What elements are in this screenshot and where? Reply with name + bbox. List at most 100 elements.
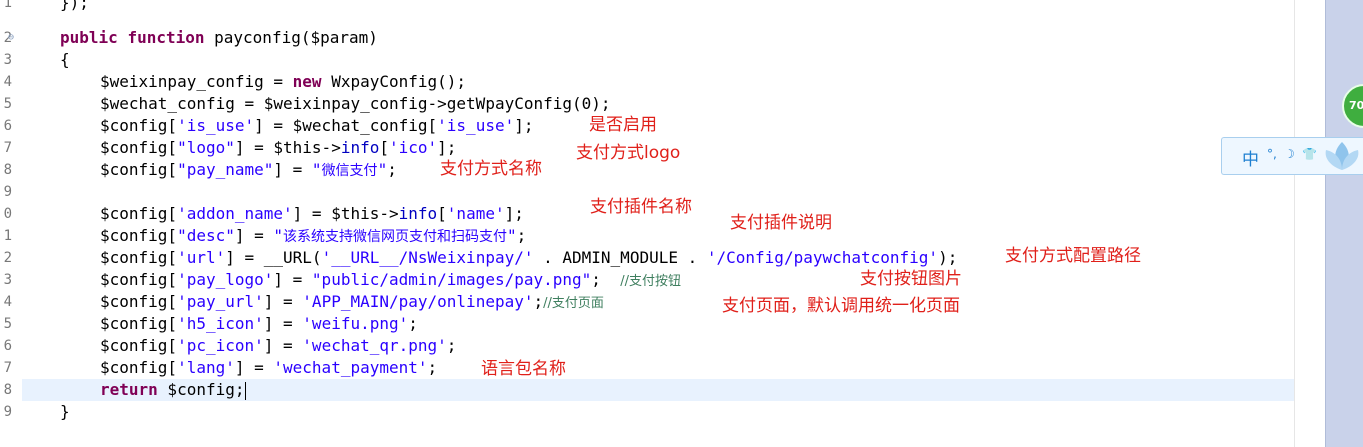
fold-toggle-icon[interactable]: ⊖ xyxy=(8,32,15,43)
line-number: 5 xyxy=(3,96,12,112)
string-literal: "desc" xyxy=(177,226,235,245)
code-text: ] = xyxy=(273,160,312,179)
line-number: 9 xyxy=(3,404,12,420)
crescent-icon[interactable]: ☽ xyxy=(1284,147,1295,161)
string-literal: 'pay_url' xyxy=(177,292,264,311)
code-text: ] = xyxy=(234,226,274,245)
property-name: info xyxy=(340,138,380,157)
code-line[interactable]: }); xyxy=(60,0,89,14)
code-text: ; xyxy=(446,336,457,355)
string-literal: 该系统支持微信网页支付和扫码支付 xyxy=(283,229,508,245)
code-line[interactable]: { xyxy=(60,49,70,71)
ime-toolbar[interactable]: 中 °, ☽ 👕 xyxy=(1221,137,1363,175)
badge-value: 70 xyxy=(1349,99,1363,112)
line-number: 1 xyxy=(3,228,12,244)
line-number: 1 xyxy=(3,0,12,11)
code-text: $config; xyxy=(157,380,245,399)
string-literal: 'wechat_qr.png' xyxy=(302,336,447,355)
string-literal: 'url' xyxy=(177,248,226,267)
string-literal: 微信支付 xyxy=(321,163,378,179)
line-number: 4 xyxy=(3,294,12,310)
code-line[interactable]: } xyxy=(60,401,70,423)
code-text: ]; xyxy=(437,138,457,157)
code-text: $config[ xyxy=(100,116,178,135)
code-text: $config[ xyxy=(100,226,178,245)
line-number: 8 xyxy=(3,162,12,178)
code-text: $wechat_config = $weixinpay_config->getW… xyxy=(100,94,611,113)
code-text: ] = $this-> xyxy=(292,204,399,223)
code-text: $config[ xyxy=(100,358,178,377)
code-text: ; xyxy=(516,226,527,245)
line-number: 3 xyxy=(3,52,12,68)
close-brace: } xyxy=(60,402,70,421)
code-text: $config[ xyxy=(100,292,178,311)
code-line[interactable]: public function payconfig($param) xyxy=(60,27,378,49)
annotation-url: 支付方式配置路径 xyxy=(1005,246,1141,266)
moon-punctuation-icon[interactable]: °, xyxy=(1267,147,1277,161)
code-line-current[interactable]: return $config; xyxy=(100,379,246,401)
code-text: ]; xyxy=(504,204,524,223)
code-line[interactable]: $config["desc"] = "该系统支持微信网页支付和扫码支付"; xyxy=(100,225,526,247)
string-literal: 'lang' xyxy=(177,358,235,377)
string-literal: 'name' xyxy=(446,204,505,223)
floating-speed-badge[interactable]: 70 xyxy=(1342,84,1363,128)
flower-logo-icon xyxy=(1325,142,1359,170)
annotation-pay-url: 支付页面，默认调用统一化页面 xyxy=(722,296,960,316)
string-literal: "public/admin/images/pay.png" xyxy=(311,270,592,289)
code-line[interactable]: $config['pc_icon'] = 'wechat_qr.png'; xyxy=(100,335,456,357)
annotation-lang: 语言包名称 xyxy=(481,359,566,379)
code-line[interactable]: $config["logo"] = $this->info['ico']; xyxy=(100,137,456,159)
code-text: [ xyxy=(379,138,389,157)
code-line[interactable]: $config["pay_name"] = "微信支付"; xyxy=(100,159,397,181)
code-text: ] = xyxy=(263,292,303,311)
string-literal: " xyxy=(311,160,322,179)
code-line[interactable]: $config['pay_logo'] = "public/admin/imag… xyxy=(100,269,681,291)
code-text: ] = xyxy=(273,270,312,289)
code-line[interactable]: $config['is_use'] = $wechat_config['is_u… xyxy=(100,115,533,137)
vertical-scrollbar[interactable] xyxy=(1325,0,1363,447)
string-literal: 'is_use' xyxy=(437,116,515,135)
code-text: [ xyxy=(437,204,447,223)
code-comment: //支付页面 xyxy=(543,296,604,311)
ime-language-toggle[interactable]: 中 xyxy=(1242,150,1259,170)
code-text: ] = xyxy=(263,336,303,355)
string-literal: 'h5_icon' xyxy=(177,314,264,333)
line-number: 7 xyxy=(3,360,12,376)
line-number: 6 xyxy=(3,338,12,354)
line-number: 8 xyxy=(3,382,12,398)
code-line[interactable]: $config['addon_name'] = $this->info['nam… xyxy=(100,203,524,225)
string-literal: 'is_use' xyxy=(177,116,255,135)
line-number: 7 xyxy=(3,140,12,156)
string-literal: 'weifu.png' xyxy=(302,314,409,333)
code-line[interactable]: $weixinpay_config = new WxpayConfig(); xyxy=(100,71,466,93)
code-text: . ADMIN_MODULE . xyxy=(533,248,707,267)
string-literal: "pay_name" xyxy=(177,160,274,179)
keyword-function: function xyxy=(127,28,205,47)
annotation-logo: 支付方式logo xyxy=(576,143,681,163)
line-number: 4 xyxy=(3,74,12,90)
code-text: ; xyxy=(427,358,438,377)
line-number: 2 xyxy=(3,30,12,46)
annotation-is-use: 是否启用 xyxy=(589,115,657,135)
code-text: ]; xyxy=(514,116,534,135)
line-number: 3 xyxy=(3,272,12,288)
code-line[interactable]: $wechat_config = $weixinpay_config->getW… xyxy=(100,93,611,115)
code-editor[interactable]: 1 2 3 4 5 6 7 8 9 0 1 2 3 4 5 6 7 8 9 ⊖ … xyxy=(0,0,1300,447)
string-literal: 'wechat_payment' xyxy=(273,358,428,377)
string-literal: "logo" xyxy=(177,138,235,157)
shirt-skin-icon[interactable]: 👕 xyxy=(1302,147,1317,161)
code-line[interactable]: $config['url'] = __URL('__URL__/NsWeixin… xyxy=(100,247,957,269)
code-text: ; xyxy=(387,160,397,179)
code-text: ] = xyxy=(263,314,303,333)
line-number: 5 xyxy=(3,316,12,332)
code-line[interactable]: $config['h5_icon'] = 'weifu.png'; xyxy=(100,313,418,335)
code-line[interactable]: $config['lang'] = 'wechat_payment'; xyxy=(100,357,437,379)
annotation-pay-logo: 支付按钮图片 xyxy=(860,269,962,289)
annotation-addon-name: 支付插件名称 xyxy=(590,197,692,217)
code-text: $config[ xyxy=(100,248,178,267)
code-line[interactable]: $config['pay_url'] = 'APP_MAIN/pay/onlin… xyxy=(100,291,604,313)
code-text: ; xyxy=(408,314,418,333)
code-comment: //支付按钮 xyxy=(620,274,681,289)
code-text: $config[ xyxy=(100,270,178,289)
code-text: $config[ xyxy=(100,138,178,157)
